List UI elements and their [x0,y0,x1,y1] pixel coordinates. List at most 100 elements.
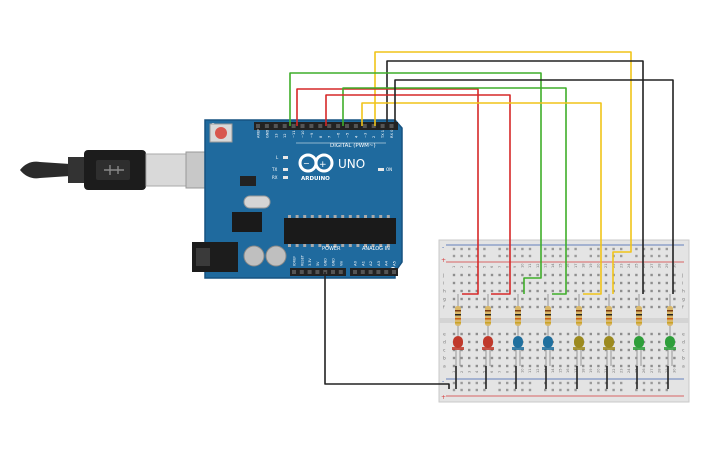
column-number: 6 [490,370,494,373]
terminal-hole [475,332,478,336]
terminal-hole [642,281,646,285]
terminal-hole [673,297,676,301]
power-pin-label: 5V [316,261,320,266]
terminal-hole [620,281,623,285]
led-circuit [573,294,585,389]
rail-hole [589,381,592,385]
chip-leg [333,244,337,247]
terminal-hole [566,340,570,344]
reset-button-icon[interactable] [209,123,233,143]
column-number: 28 [657,263,661,268]
row-letter: i [443,281,444,287]
terminal-hole [559,281,562,285]
terminal-hole [551,281,554,285]
digital-pin [336,124,341,128]
power-pin-label: 3.3V [308,258,312,266]
terminal-hole [627,305,630,309]
rail-hole [468,247,471,251]
microcontroller-chip-icon [284,215,396,247]
terminal-hole [468,340,471,344]
rail-hole [620,254,623,258]
terminal-hole [536,297,539,301]
terminal-hole [597,364,600,368]
chip-leg [348,215,352,218]
terminal-hole [658,356,661,360]
chip-leg [326,215,329,218]
rail-hole [521,247,524,251]
digital-pin-label: 12 [283,133,287,138]
digital-pin [353,124,358,128]
rail-hole [559,381,562,385]
digital-label: DIGITAL (PWM~) [330,143,376,149]
terminal-hole [559,297,562,301]
rail-hole [528,247,532,251]
rail-hole [589,247,592,251]
rail-hole [635,388,638,392]
chip-leg [386,215,390,218]
terminal-hole [589,273,592,277]
rail-plus-label-bottom: + [441,394,446,401]
terminal-hole [658,273,661,277]
chip-leg [310,215,314,218]
resistor-band [545,318,551,320]
wire-black [324,272,450,389]
row-letter: g [682,298,685,303]
rail-hole [460,388,463,392]
column-number: 28 [657,368,661,373]
wire-yellow [374,51,632,294]
terminal-hole [604,297,608,301]
terminal-hole [582,289,585,293]
terminal-hole [620,340,623,344]
column-number: 6 [490,265,494,268]
digital-pin [389,124,394,128]
rail-hole [612,247,615,251]
terminal-hole [460,289,463,293]
rail-hole [650,388,653,392]
terminal-hole [490,289,494,293]
terminal-hole [536,305,539,309]
terminal-hole [627,281,630,285]
terminal-hole [483,281,486,285]
terminal-hole [627,356,630,360]
led-circuit [452,294,464,389]
column-number: 29 [665,368,669,373]
row-letter: j [442,273,444,279]
terminal-hole [544,332,547,336]
terminal-hole [506,297,509,301]
resistor-band [636,310,642,312]
chip-leg [310,244,314,247]
terminal-hole [521,332,524,336]
rail-hole [513,388,516,392]
terminal-hole [521,289,524,293]
wire-yellow [361,102,602,295]
rail-hole [521,381,524,385]
terminal-hole [483,356,486,360]
terminal-hole [665,356,668,360]
terminal-hole [604,289,608,293]
terminal-hole [506,273,509,277]
terminal-hole [604,305,608,309]
column-number: 12 [536,263,540,268]
column-number: 5 [483,266,487,268]
terminal-hole [673,364,676,368]
terminal-hole [582,273,585,277]
terminal-hole [612,364,615,368]
digital-pin [362,124,367,128]
rail-hole [475,381,478,385]
terminal-hole [604,356,608,360]
led-base [482,347,494,350]
regulator [232,212,262,232]
terminal-hole [582,297,585,301]
column-number: 4 [475,370,479,373]
terminal-hole [452,281,456,285]
terminal-hole [612,332,615,336]
usb-cable-strain-relief [20,161,70,179]
terminal-hole [498,348,501,352]
row-letter: b [682,356,685,362]
resistor-band [576,318,582,320]
analog-pin [392,270,396,274]
resistor-band [667,310,673,312]
rail-hole [506,381,509,385]
rail-hole [551,388,554,392]
